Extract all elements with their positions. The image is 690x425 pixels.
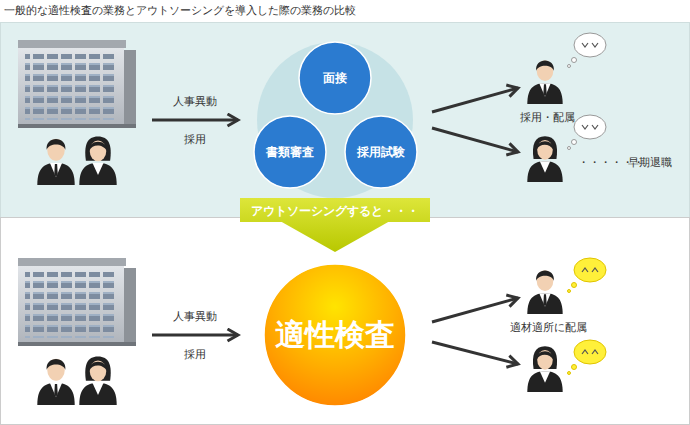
node-text: 適性検査 — [263, 263, 407, 407]
flow-label: 人事異動 — [173, 94, 217, 109]
flow-label: 採用 — [184, 347, 206, 362]
flow-arrow — [432, 88, 518, 112]
top-panel — [1, 23, 690, 218]
process-circle: 採用試験 — [344, 115, 418, 189]
node-text: 採用試験 — [344, 115, 418, 189]
flow-label: 人事異動 — [173, 309, 217, 324]
flow-arrow — [152, 334, 238, 337]
person-icon — [37, 139, 74, 185]
process-circle-fill — [254, 116, 326, 188]
outcome-label: 早期退職 — [628, 155, 672, 170]
node-text: 書類審査 — [253, 115, 327, 189]
person-icon — [79, 137, 116, 185]
process-circle-fill — [345, 116, 417, 188]
result-circle-fill — [264, 264, 406, 406]
banner-arrow: アウトソーシングすると・・・ — [240, 198, 430, 252]
flow-arrow — [432, 128, 518, 152]
person-icon — [79, 357, 116, 405]
speech-bubble — [568, 340, 607, 375]
speech-bubble — [568, 33, 607, 68]
flow-arrow — [152, 119, 238, 122]
bottom-panel — [1, 218, 690, 425]
speech-bubble — [568, 258, 607, 293]
person-icon — [37, 359, 74, 405]
result-circle: 適性検査 — [263, 263, 407, 407]
banner-arrow-fill — [240, 198, 430, 252]
person-icon — [527, 270, 562, 314]
outcome-label: 採用・配属 — [520, 110, 575, 125]
building — [17, 40, 136, 128]
flow-label: 採用 — [184, 132, 206, 147]
flow-arrow — [432, 342, 518, 364]
outcome-label: 適材適所に配属 — [510, 320, 587, 335]
process-circle: 書類審査 — [253, 115, 327, 189]
person-icon — [527, 346, 562, 392]
diagram-title: 一般的な適性検査の業務とアウトソーシングを導入した際の業務の比較 — [4, 3, 356, 18]
node-text: 面接 — [298, 41, 372, 115]
person-icon — [527, 136, 562, 182]
building — [17, 258, 136, 346]
process-circle: 面接 — [298, 41, 372, 115]
person-icon — [527, 60, 562, 104]
process-circle-fill — [299, 42, 371, 114]
flow-arrow — [432, 298, 518, 322]
node-text: アウトソーシングすると・・・ — [240, 199, 430, 223]
